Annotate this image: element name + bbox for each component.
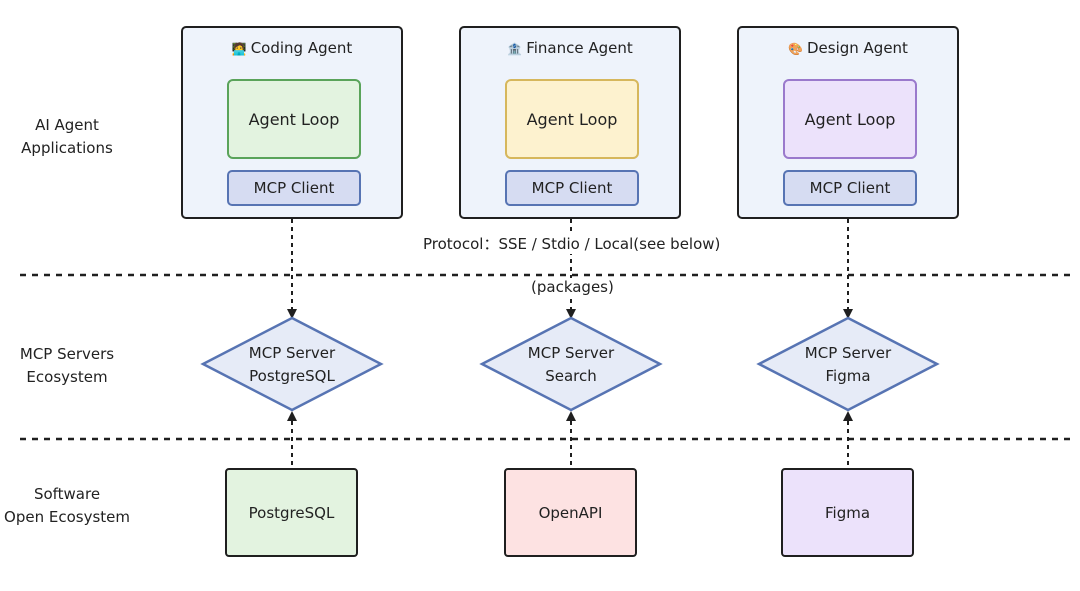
coder-icon: 🧑‍💻: [231, 42, 247, 56]
server-diamond-postgresql: [200, 316, 384, 412]
agent-loop-box: Agent Loop: [783, 79, 917, 159]
bank-icon: 🏦: [507, 42, 523, 56]
agent-title: 🎨Design Agent: [788, 39, 908, 57]
agent-loop-box: Agent Loop: [227, 79, 361, 159]
agent-title: 🏦Finance Agent: [507, 39, 633, 57]
protocol-note: Protocol：SSE / Stdio / Local(see below): [420, 233, 724, 254]
agent-title: 🧑‍💻Coding Agent: [231, 39, 353, 57]
agent-box-design: 🎨Design Agent Agent Loop MCP Client: [737, 26, 959, 219]
mcp-client-box: MCP Client: [227, 170, 361, 206]
server-diamond-search: [479, 316, 663, 412]
server-label-search: MCP Server Search: [527, 344, 615, 385]
row-label-software: Software Open Ecosystem: [4, 485, 130, 526]
server-diamond-figma: [756, 316, 940, 412]
agent-box-finance: 🏦Finance Agent Agent Loop MCP Client: [459, 26, 681, 219]
row-label-agents: AI Agent Applications: [21, 116, 113, 157]
software-box-figma: Figma: [781, 468, 914, 557]
software-box-postgresql: PostgreSQL: [225, 468, 358, 557]
mcp-client-box: MCP Client: [505, 170, 639, 206]
mcp-client-box: MCP Client: [783, 170, 917, 206]
agent-box-coding: 🧑‍💻Coding Agent Agent Loop MCP Client: [181, 26, 403, 219]
palette-icon: 🎨: [788, 42, 803, 56]
software-box-openapi: OpenAPI: [504, 468, 637, 557]
packages-note: (packages): [528, 278, 617, 296]
server-label-figma: MCP Server Figma: [804, 344, 892, 385]
row-label-servers: MCP Servers Ecosystem: [19, 345, 115, 386]
server-label-postgresql: MCP Server PostgreSQL: [248, 344, 336, 385]
agent-loop-box: Agent Loop: [505, 79, 639, 159]
